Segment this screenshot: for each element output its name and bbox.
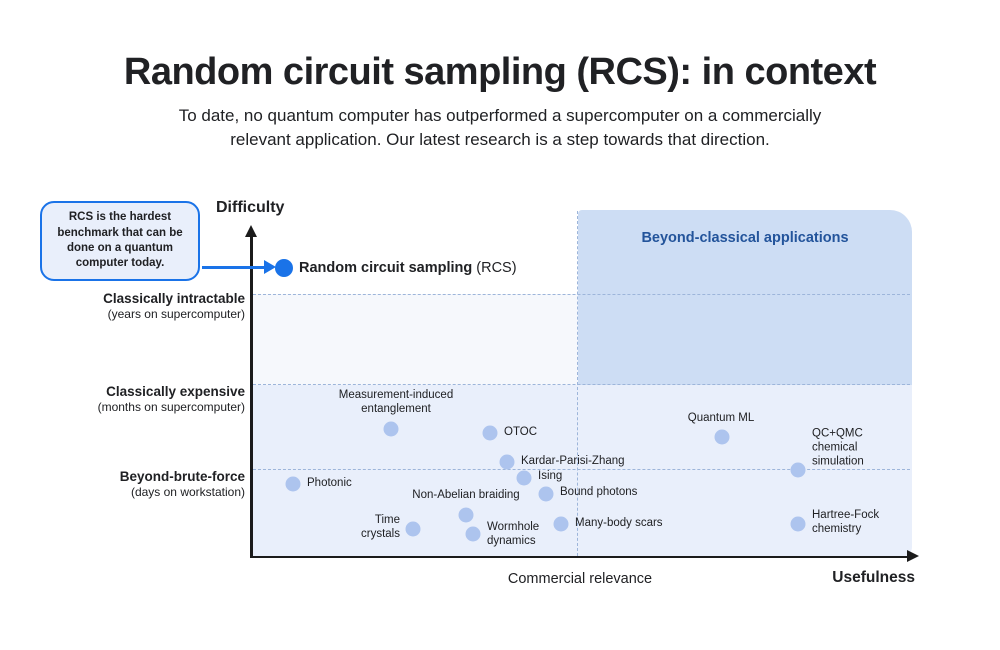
rcs-callout-text: RCS is the hardest benchmark that can be… xyxy=(57,211,183,270)
rcs-callout-box: RCS is the hardest benchmark that can be… xyxy=(40,201,200,281)
y-axis-arrow-icon xyxy=(245,225,257,237)
data-point-non-abelian-braiding xyxy=(458,507,474,523)
classically-expensive-band xyxy=(252,294,578,385)
data-point-otoc xyxy=(482,425,498,441)
page-title: Random circuit sampling (RCS): in contex… xyxy=(123,51,877,93)
data-point-label-otoc: OTOC xyxy=(504,426,538,439)
data-point-label-time-crystals: Time crystals xyxy=(361,514,400,540)
ytick-sublabel: (years on supercomputer) xyxy=(107,307,245,321)
ytick-classically-expensive: Classically expensive (months on superco… xyxy=(98,384,245,414)
data-point-ising xyxy=(516,470,532,486)
ytick-sublabel: (months on supercomputer) xyxy=(97,400,245,414)
data-point-wormhole-dynamics xyxy=(465,526,481,542)
data-point-label-random-circuit-sampling: Random circuit sampling (RCS) xyxy=(299,260,517,276)
x-axis-line xyxy=(250,555,908,558)
ytick-sublabel: (days on workstation) xyxy=(130,485,245,499)
callout-arrow-icon xyxy=(264,260,276,274)
data-point-label-hartree-fock-chemistry: Hartree-Fock chemistry xyxy=(812,509,880,535)
data-point-label-kardar-parisi-zhang: Kardar-Parisi-Zhang xyxy=(521,455,625,468)
data-point-label-wormhole-dynamics: Wormhole dynamics xyxy=(487,521,540,547)
data-point-label-measurement-induced-entanglement: Measurement-induced entanglement xyxy=(338,389,454,415)
beyond-classical-label: Beyond-classical applications xyxy=(641,230,849,246)
ytick-beyond-brute-force: Beyond-brute-force (days on workstation) xyxy=(120,469,245,499)
threshold-line-brute-force xyxy=(253,469,910,470)
data-point-label-ising: Ising xyxy=(538,470,563,483)
data-point-measurement-induced-entanglement xyxy=(383,421,399,437)
data-point-hartree-fock-chemistry xyxy=(790,516,806,532)
threshold-line-expensive xyxy=(253,384,910,385)
data-point-kardar-parisi-zhang xyxy=(499,454,515,470)
data-point-label-bound-photons: Bound photons xyxy=(560,486,638,499)
data-point-label-qc-qmc-chemical-simulation: QC+QMC chemical simulation xyxy=(812,427,864,467)
data-point-label-photonic: Photonic xyxy=(307,477,352,490)
data-point-time-crystals xyxy=(405,521,421,537)
rcs-label-rest: (RCS) xyxy=(472,260,517,276)
page-subtitle: To date, no quantum computer has outperf… xyxy=(178,105,822,149)
rcs-label-bold: Random circuit sampling xyxy=(299,260,473,276)
x-axis-arrow-icon xyxy=(907,550,919,562)
ytick-label: Classically expensive xyxy=(106,384,245,399)
callout-arrow-line xyxy=(202,265,266,269)
data-point-random-circuit-sampling xyxy=(275,259,293,277)
data-point-label-non-abelian-braiding: Non-Abelian braiding xyxy=(412,489,520,502)
beyond-classical-region: Beyond-classical applications xyxy=(578,210,912,385)
data-point-many-body-scars xyxy=(553,516,569,532)
ytick-label: Beyond-brute-force xyxy=(119,469,245,484)
x-axis-title: Usefulness xyxy=(832,569,915,586)
data-point-photonic xyxy=(285,476,301,492)
ytick-classically-intractable: Classically intractable (years on superc… xyxy=(103,291,245,321)
data-point-quantum-ml xyxy=(714,429,730,445)
ytick-label: Classically intractable xyxy=(103,291,245,306)
threshold-line-intractable xyxy=(253,294,910,295)
data-point-qc-qmc-chemical-simulation xyxy=(790,462,806,478)
y-axis-title: Difficulty xyxy=(216,199,285,216)
data-point-label-many-body-scars: Many-body scars xyxy=(575,517,663,530)
header: Random circuit sampling (RCS): in contex… xyxy=(0,0,1000,152)
data-point-bound-photons xyxy=(538,486,554,502)
y-axis-line xyxy=(250,237,253,557)
x-axis-annotation: Commercial relevance xyxy=(507,571,653,587)
data-point-label-quantum-ml: Quantum ML xyxy=(687,412,755,425)
threshold-line-commercial-relevance xyxy=(577,211,578,556)
